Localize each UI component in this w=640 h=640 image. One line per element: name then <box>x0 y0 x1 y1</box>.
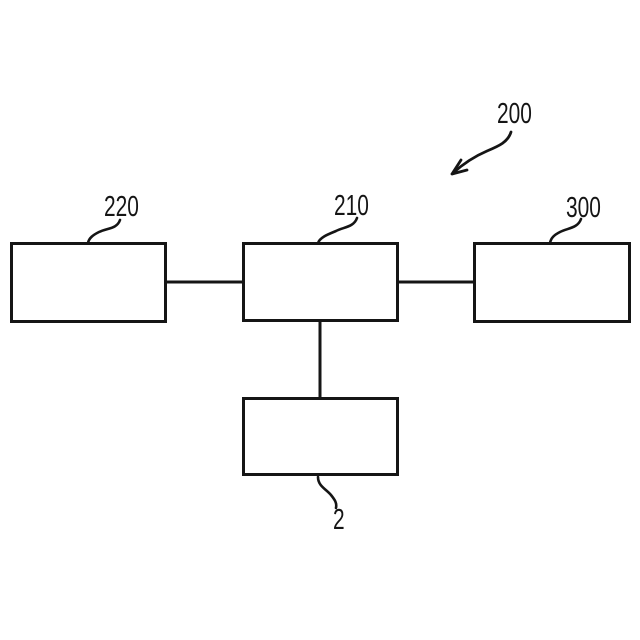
leader-line-220 <box>86 218 122 245</box>
box-2 <box>242 397 399 476</box>
leader-line-210 <box>316 216 359 245</box>
box-210 <box>242 242 399 322</box>
reference-arrow-200-head <box>450 158 469 176</box>
label-2: 2 <box>333 504 345 536</box>
label-300: 300 <box>566 192 601 224</box>
leader-line-300 <box>548 217 583 245</box>
label-200: 200 <box>497 98 532 130</box>
box-300 <box>473 242 631 323</box>
label-210: 210 <box>334 190 369 222</box>
leader-line-2 <box>316 475 338 510</box>
label-220: 220 <box>104 191 139 223</box>
reference-arrow-200-shaft <box>451 130 513 175</box>
box-220 <box>10 242 167 323</box>
